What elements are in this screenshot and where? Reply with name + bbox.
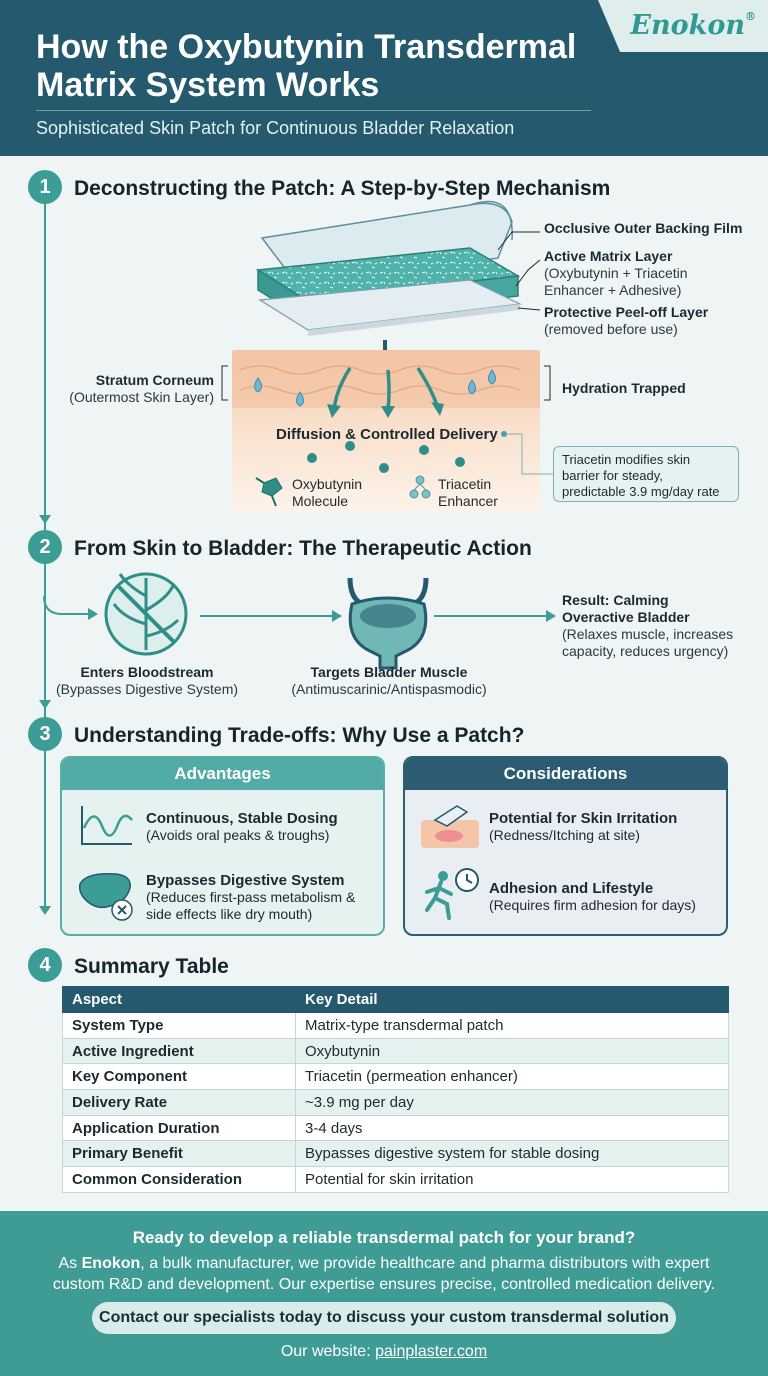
table-header-row: Aspect Key Detail (62, 986, 729, 1013)
wave-chart-icon (81, 806, 133, 845)
table-cell: System Type (62, 1012, 296, 1039)
triacetin-callout: Triacetin modifies skin barrier for stea… (553, 446, 739, 502)
table-cell: Matrix-type transdermal patch (295, 1012, 729, 1039)
considerations-panel: Considerations Potential for Skin Irrita… (403, 756, 728, 936)
table-cell: Potential for skin irritation (295, 1166, 729, 1193)
step-number-1: 1 (28, 170, 62, 204)
table-cell: Bypasses digestive system for stable dos… (295, 1140, 729, 1168)
table-row: Delivery Rate~3.9 mg per day (62, 1089, 729, 1116)
result-label: Result: Calming Overactive Bladder(Relax… (562, 592, 734, 659)
step-number-4: 4 (28, 948, 62, 982)
backing-film-label: Occlusive Outer Backing Film (544, 220, 743, 236)
header-divider (36, 110, 591, 111)
table-cell: Application Duration (62, 1114, 296, 1142)
section-title-tradeoffs: Understanding Trade-offs: Why Use a Patc… (74, 724, 525, 747)
oxybutynin-molecule-icon (255, 477, 283, 507)
advantages-heading: Advantages (62, 758, 383, 790)
table-cell: Oxybutynin (295, 1037, 729, 1065)
water-droplet-icons (254, 369, 496, 407)
step-number-3: 3 (28, 717, 62, 751)
consideration-item: Potential for Skin Irritation(Redness/It… (489, 810, 678, 843)
website-link[interactable]: painplaster.com (375, 1343, 488, 1360)
timeline-arrow (39, 700, 51, 709)
table-cell: 3-4 days (295, 1114, 729, 1142)
website-line: Our website: painplaster.com (280, 1343, 488, 1360)
table-cell: Delivery Rate (62, 1089, 296, 1116)
considerations-heading: Considerations (405, 758, 726, 790)
hydration-label: Hydration Trapped (562, 380, 686, 396)
bloodstream-label: Enters Bloodstream(Bypasses Digestive Sy… (55, 664, 239, 697)
section-title-summary: Summary Table (74, 955, 229, 978)
table-cell: Key Component (62, 1063, 296, 1091)
advantage-item: Bypasses Digestive System(Reduces first-… (146, 872, 356, 922)
contact-cta-button[interactable]: Contact our specialists today to discuss… (92, 1302, 676, 1334)
page-title: How the Oxybutynin Transdermal Matrix Sy… (36, 28, 577, 104)
liver-icon (78, 872, 133, 921)
page-subtitle: Sophisticated Skin Patch for Continuous … (36, 118, 515, 138)
brand-logo[interactable]: Enokon® (630, 10, 756, 41)
bladder-label: Targets Bladder Muscle(Antimuscarinic/An… (291, 664, 487, 697)
active-matrix-label: Active Matrix Layer(Oxybutynin + Triacet… (544, 248, 688, 298)
oxybutynin-molecule-label: Oxybutynin Molecule (292, 476, 363, 509)
logo-tab (598, 0, 768, 52)
table-cell: Primary Benefit (62, 1140, 296, 1168)
timeline-arrow (39, 515, 51, 524)
molecule-dots (307, 441, 465, 473)
mechanism-illustration (43, 200, 556, 670)
table-cell: Triacetin (permeation enhancer) (295, 1063, 729, 1091)
triacetin-enhancer-icon (409, 475, 431, 499)
stratum-corneum-label: Stratum Corneum(Outermost Skin Layer) (69, 372, 214, 405)
peel-off-layer (258, 279, 523, 336)
timeline-arrow (39, 906, 51, 915)
step-number-2: 2 (28, 530, 62, 564)
skin-patch-icon (421, 805, 479, 848)
consideration-item: Adhesion and Lifestyle(Requires firm adh… (489, 880, 696, 913)
header-banner: Enokon® How the Oxybutynin Transdermal M… (0, 0, 768, 156)
bloodstream-icon (104, 572, 188, 656)
table-header-aspect: Aspect (62, 986, 296, 1013)
table-cell: ~3.9 mg per day (295, 1089, 729, 1116)
footer-paragraph: As Enokon, a bulk manufacturer, we provi… (52, 1255, 716, 1293)
triacetin-enhancer-label: Triacetin Enhancer (438, 476, 498, 509)
peel-off-label: Protective Peel-off Layer(removed before… (544, 304, 709, 337)
advantage-item: Continuous, Stable Dosing(Avoids oral pe… (146, 810, 338, 843)
section-title-action: From Skin to Bladder: The Therapeutic Ac… (74, 537, 532, 560)
section-title-mechanism: Deconstructing the Patch: A Step-by-Step… (74, 177, 611, 200)
diffusion-label: Diffusion & Controlled Delivery (276, 426, 498, 443)
table-cell: Common Consideration (62, 1166, 296, 1193)
table-cell: Active Ingredient (62, 1037, 296, 1065)
running-clock-icon (425, 868, 479, 920)
table-header-detail: Key Detail (295, 986, 729, 1013)
footer-banner: Ready to develop a reliable transdermal … (0, 1211, 768, 1376)
bladder-icon (347, 577, 429, 670)
footer-question: Ready to develop a reliable transdermal … (132, 1228, 636, 1247)
advantages-panel: Advantages Continuous, Stable Dosing(Avo… (60, 756, 385, 936)
